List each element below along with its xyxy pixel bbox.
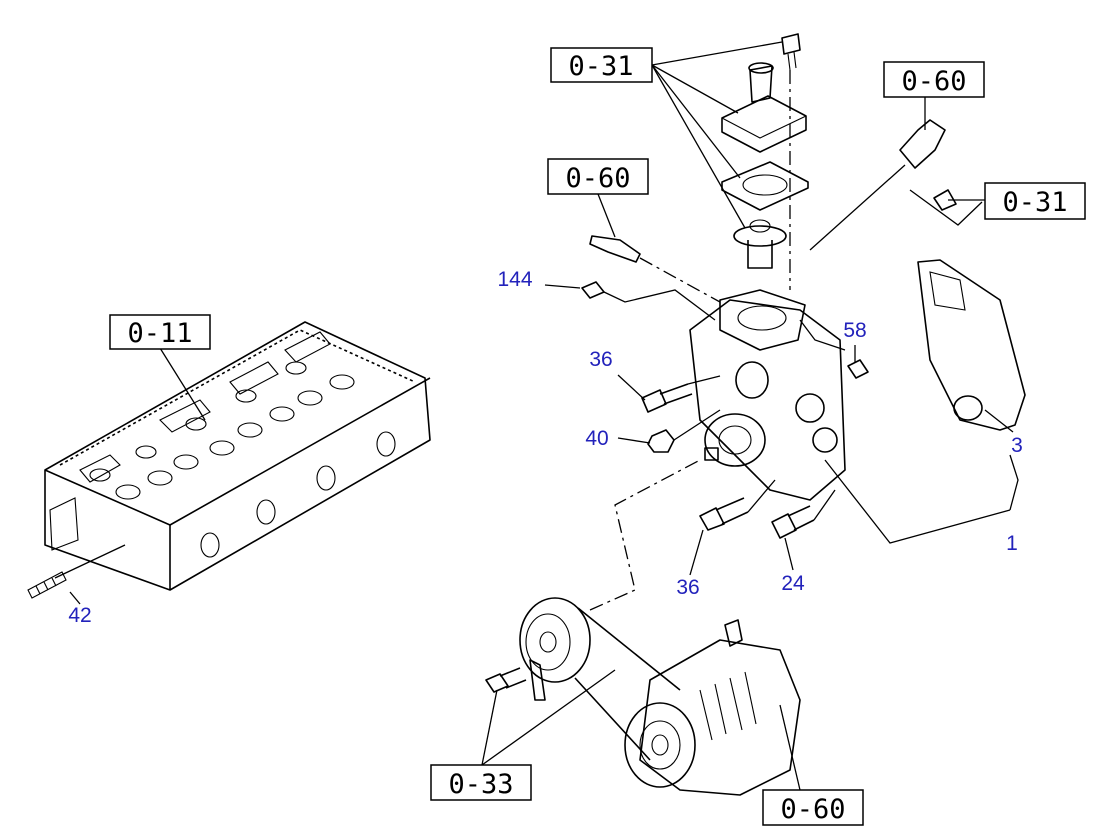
reference-box-alternator[interactable]: 0-60 <box>762 789 864 826</box>
reference-box-label: 0-11 <box>127 318 192 349</box>
reference-box-label: 0-31 <box>1002 187 1067 218</box>
reference-box-label: 0-31 <box>568 51 633 82</box>
reference-box-label: 0-60 <box>780 794 845 825</box>
reference-box-label: 0-33 <box>448 769 513 800</box>
part-number-1[interactable]: 1 <box>1006 532 1018 555</box>
reference-box-pulley[interactable]: 0-33 <box>430 764 532 801</box>
part-number-42[interactable]: 42 <box>68 604 91 627</box>
part-number-144[interactable]: 144 <box>497 268 532 291</box>
fastener-illustrations <box>485 119 957 693</box>
part-numbers: 42 144 36 40 58 3 1 36 24 <box>68 268 1023 627</box>
reference-box-thermostat-housing[interactable]: 0-31 <box>550 47 653 83</box>
thermostat-housing-illustration <box>721 33 809 290</box>
pulley-alternator-illustration <box>519 597 801 796</box>
reference-box-cylinder-head[interactable]: 0-11 <box>109 314 211 350</box>
reference-box-plug-right[interactable]: 0-31 <box>984 182 1086 220</box>
part-number-3[interactable]: 3 <box>1011 434 1023 457</box>
water-pump-illustration <box>689 259 1026 501</box>
part-number-36-upper[interactable]: 36 <box>589 348 612 371</box>
reference-box-sensor-left[interactable]: 0-60 <box>547 158 649 195</box>
part-number-36-lower[interactable]: 36 <box>676 576 699 599</box>
part-number-24[interactable]: 24 <box>781 572 805 595</box>
part-number-58[interactable]: 58 <box>843 319 866 342</box>
part-number-40[interactable]: 40 <box>585 427 608 450</box>
leader-lines <box>54 41 1019 791</box>
cylinder-head-illustration <box>27 321 431 599</box>
reference-box-sensor-top[interactable]: 0-60 <box>883 61 985 98</box>
reference-box-label: 0-60 <box>901 66 966 97</box>
reference-box-label: 0-60 <box>565 163 630 194</box>
